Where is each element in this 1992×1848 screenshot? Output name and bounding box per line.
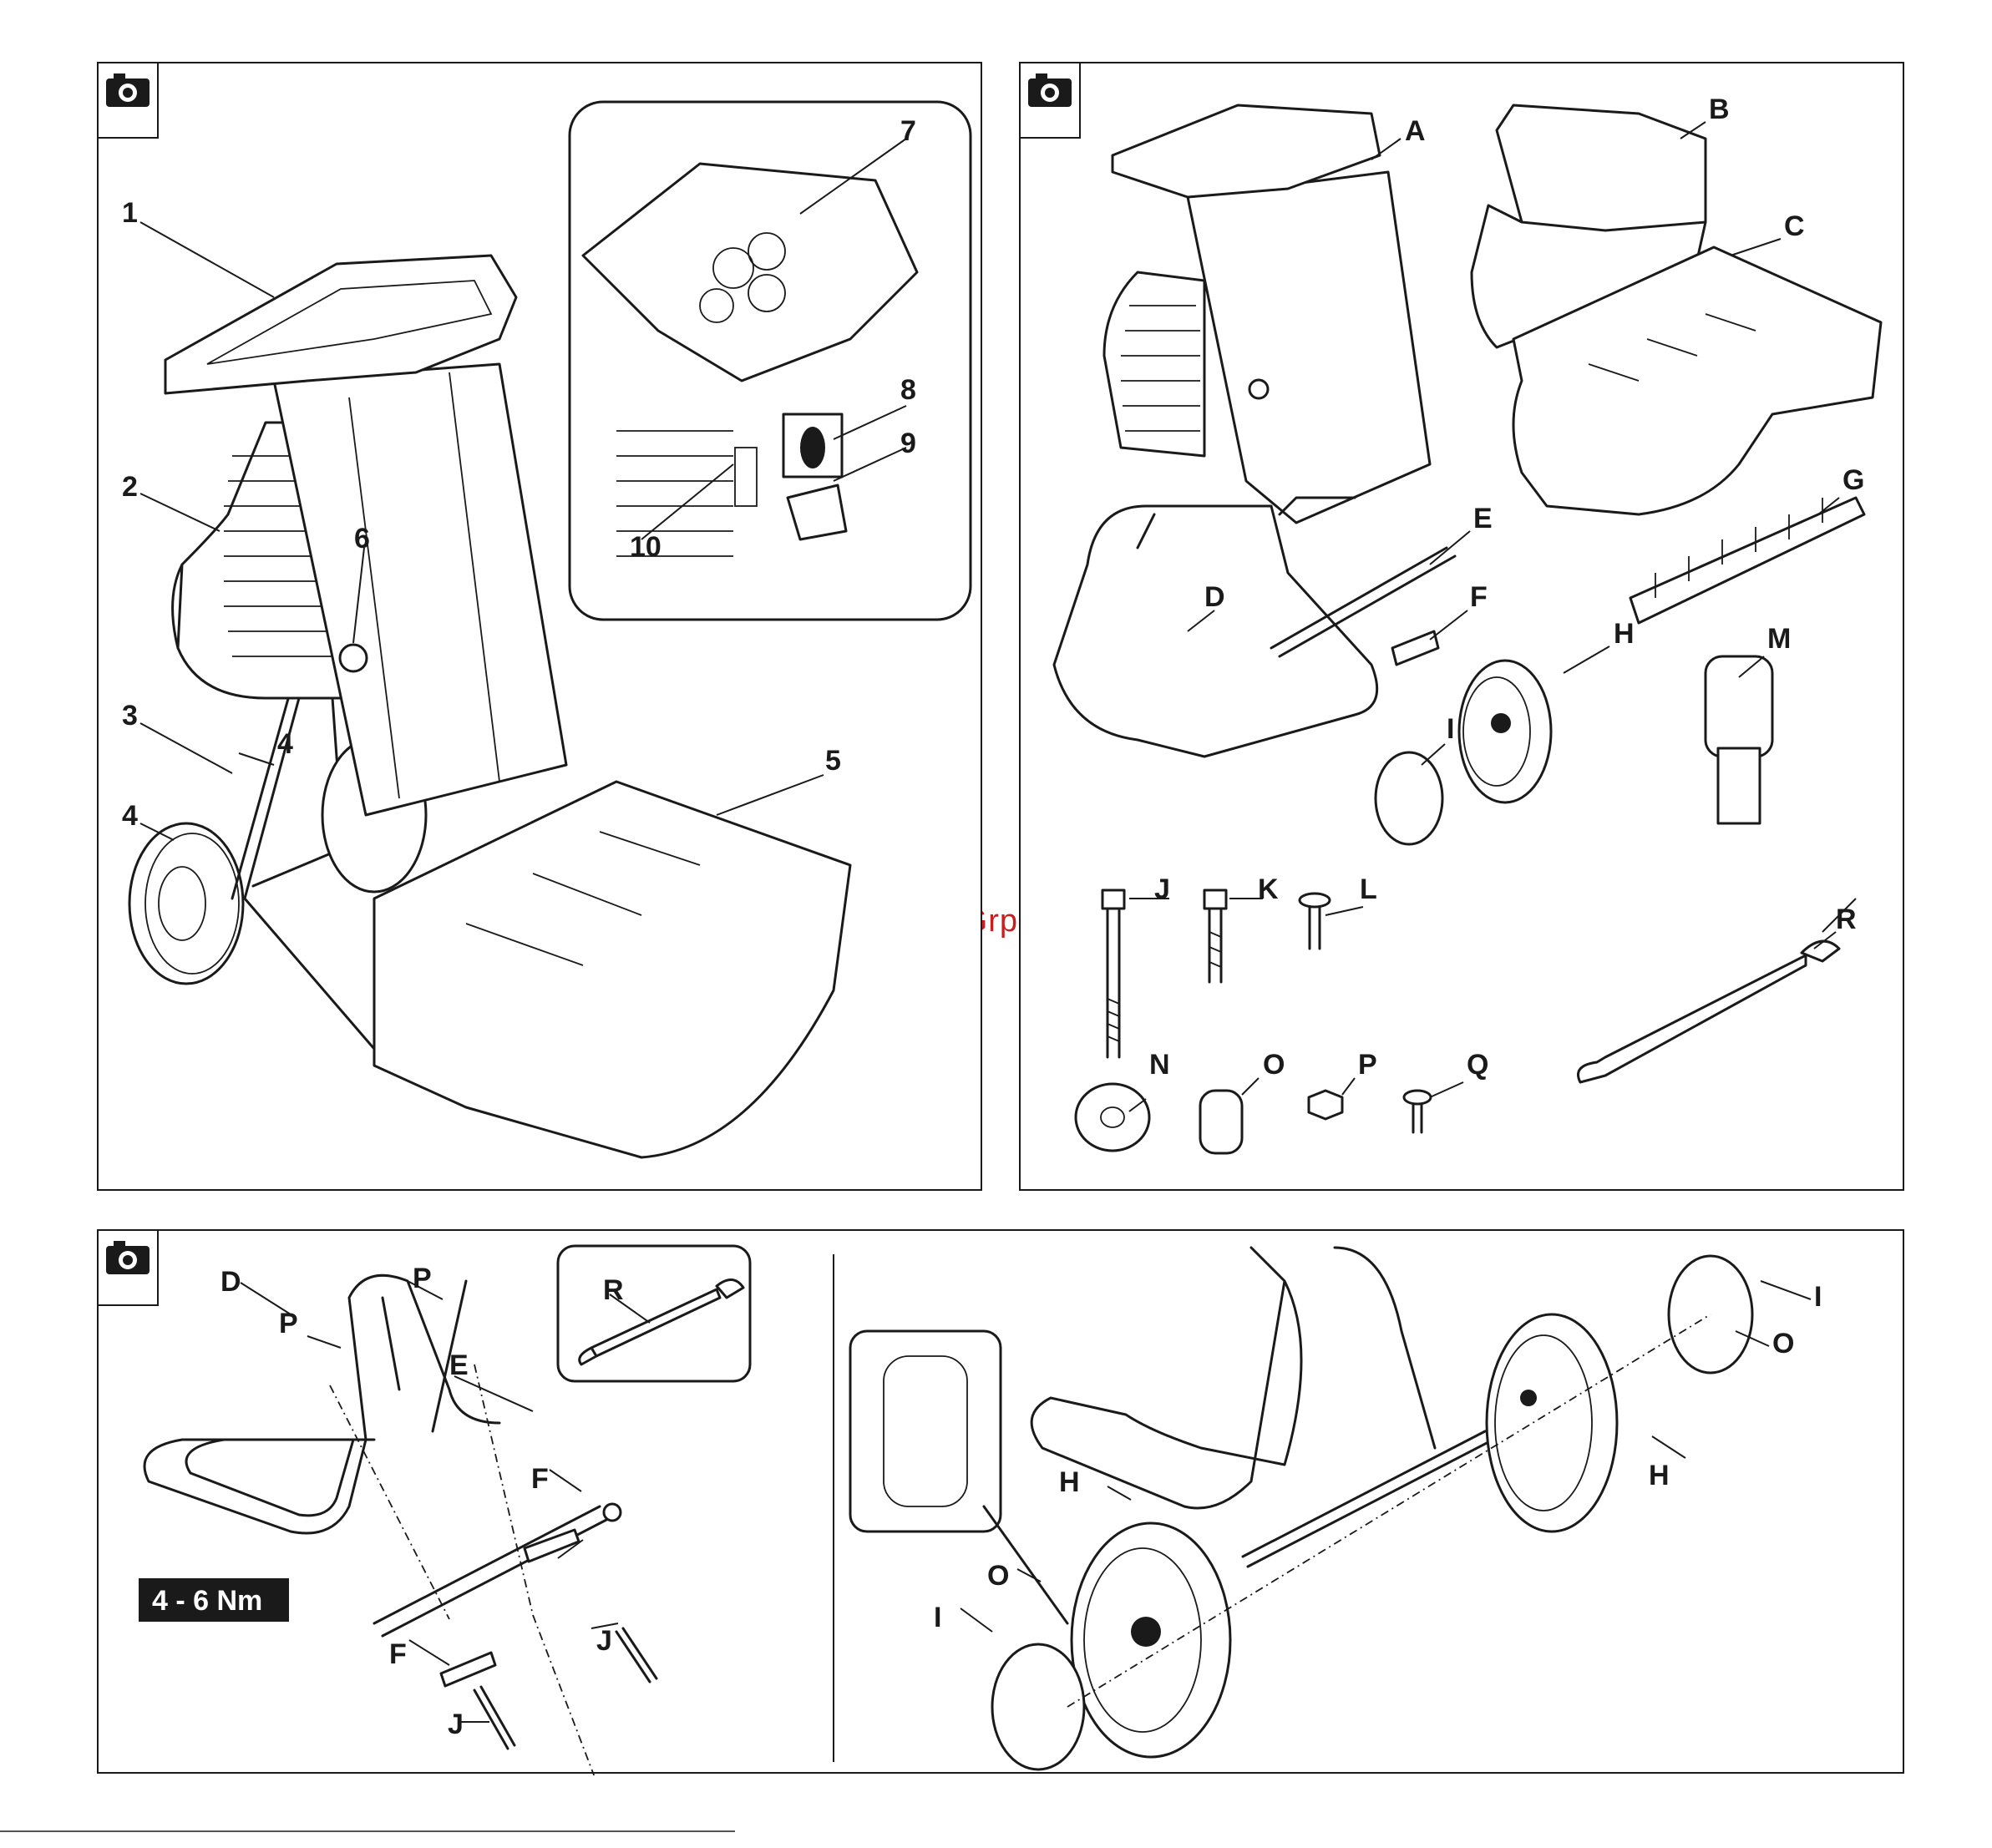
label-6: 6 <box>354 523 370 554</box>
label-e: E <box>1473 503 1493 534</box>
label-g: G <box>1842 464 1864 496</box>
label-9: 9 <box>900 428 916 459</box>
label-10: 10 <box>630 531 661 563</box>
label-j-1: J <box>596 1625 612 1657</box>
label-n: N <box>1149 1049 1170 1081</box>
label-p: P <box>1358 1049 1377 1081</box>
label-f-1: F <box>531 1463 549 1495</box>
label-4b: 4 <box>277 728 293 760</box>
label-f-2: F <box>389 1638 407 1670</box>
label-h: H <box>1614 618 1635 650</box>
part-f-clip <box>1392 631 1438 665</box>
label-i: I <box>1447 713 1454 745</box>
wrench-inset <box>558 1246 750 1381</box>
label-o-2: O <box>1772 1328 1794 1359</box>
catch-box <box>374 782 850 1157</box>
part-i-hubcap <box>1376 752 1442 844</box>
label-d: D <box>1204 581 1225 613</box>
label-r: R <box>603 1274 624 1306</box>
part-o-clip <box>1200 1091 1242 1153</box>
label-j: J <box>1154 873 1170 905</box>
label-3: 3 <box>122 700 138 732</box>
panel-parts-overview: A B C D E F G H I J K L M N O P Q R <box>1019 62 1904 1191</box>
label-e: E <box>449 1349 469 1381</box>
part-j-bolt <box>1102 890 1124 1057</box>
label-h-2: H <box>1649 1460 1670 1491</box>
torque-value: 4 - 6 Nm <box>152 1585 262 1617</box>
label-q: Q <box>1467 1049 1488 1081</box>
label-k: K <box>1258 873 1279 905</box>
label-p-1: P <box>413 1263 432 1294</box>
label-j-2: J <box>448 1709 464 1740</box>
label-h-1: H <box>1059 1466 1080 1498</box>
lock-knob <box>340 645 367 671</box>
footer-rule <box>0 1830 735 1832</box>
label-2: 2 <box>122 471 138 503</box>
label-f: F <box>1470 581 1488 613</box>
part-l-screw <box>1300 894 1330 949</box>
part-r-wrench <box>1579 941 1840 1082</box>
wheel <box>129 823 243 984</box>
label-c: C <box>1784 210 1805 242</box>
assembly-drawing: 4 - 6 Nm D P P E F F J J R <box>99 1231 1906 1775</box>
part-a-hopper <box>1104 105 1430 523</box>
panel-assembly-steps: 4 - 6 Nm D P P E F F J J R <box>97 1229 1904 1774</box>
torque-badge: 4 - 6 Nm <box>139 1578 289 1622</box>
part-k-bolt <box>1204 890 1226 982</box>
label-a: A <box>1405 115 1426 147</box>
step2-wheels <box>850 1248 1752 1770</box>
part-n-washer <box>1076 1084 1149 1151</box>
label-4a: 4 <box>122 800 138 832</box>
label-m: M <box>1767 623 1791 655</box>
part-g-bracket <box>1630 498 1864 623</box>
label-p-2: P <box>279 1308 298 1339</box>
panel-assembled-view: 1 2 3 4 4 5 6 7 8 9 10 <box>97 62 982 1191</box>
label-r: R <box>1836 904 1857 935</box>
label-i-2: I <box>1814 1281 1822 1313</box>
label-d: D <box>220 1266 241 1298</box>
part-m-knob <box>1706 656 1772 823</box>
label-l: L <box>1360 873 1377 905</box>
hopper-body <box>274 364 566 815</box>
part-h-wheel <box>1459 661 1551 802</box>
parts-drawing: A B C D E F G H I J K L M N O P Q R <box>1021 63 1906 1192</box>
label-i-1: I <box>934 1602 941 1633</box>
label-o-1: O <box>987 1560 1009 1592</box>
label-7: 7 <box>900 115 916 147</box>
label-5: 5 <box>825 745 841 777</box>
part-p-nut <box>1309 1091 1342 1119</box>
label-8: 8 <box>900 374 916 406</box>
part-q-screw <box>1404 1091 1431 1132</box>
shredder-drawing: 1 2 3 4 4 5 6 7 8 9 10 <box>99 63 984 1192</box>
label-o: O <box>1263 1049 1285 1081</box>
label-1: 1 <box>122 197 138 229</box>
label-b: B <box>1709 94 1730 125</box>
